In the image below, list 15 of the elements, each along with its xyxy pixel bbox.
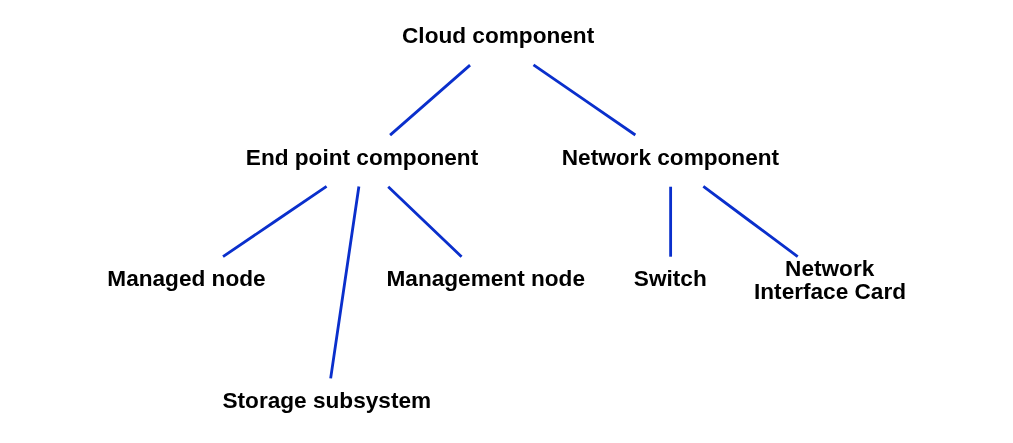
connector <box>221 185 327 258</box>
node-text: End point component <box>245 144 478 170</box>
connector <box>328 186 360 379</box>
node-text: Cloud component <box>401 23 594 49</box>
node-text: Storage subsystem <box>222 387 431 413</box>
node-text: Management node <box>385 266 585 292</box>
node-text: Network component <box>561 144 779 170</box>
node-text: Managed node <box>106 266 266 292</box>
connector <box>702 185 799 258</box>
connector <box>388 64 471 137</box>
connector <box>386 185 462 258</box>
connector <box>532 63 636 137</box>
node-text: Network Interface Card <box>753 256 906 304</box>
node-text: Switch <box>633 266 707 292</box>
connector <box>668 186 672 257</box>
